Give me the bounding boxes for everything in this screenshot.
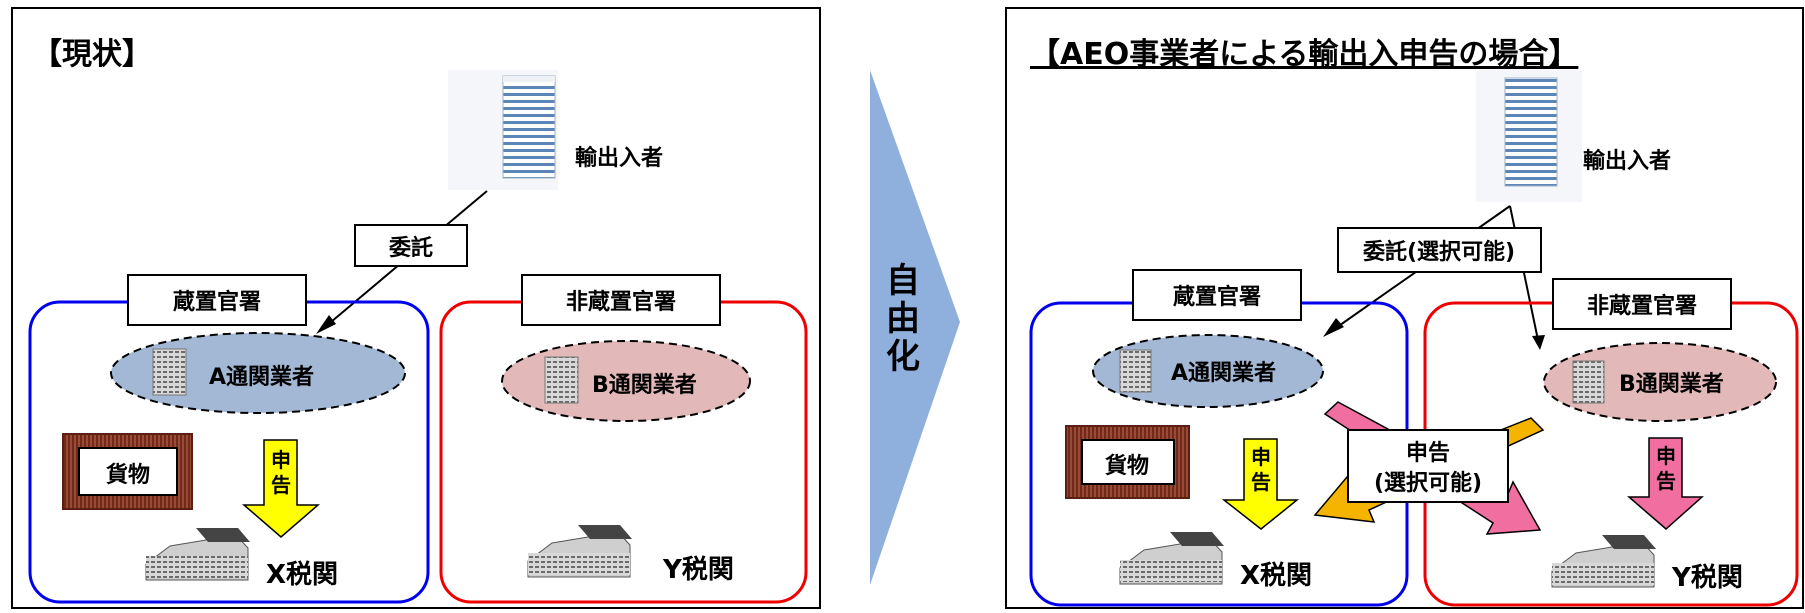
- right-customs-x-label: X税関: [1240, 561, 1312, 591]
- left-customs-y-label: Y税関: [662, 555, 734, 585]
- right-commission-label: 委託(選択可能): [1363, 239, 1515, 265]
- left-broker-b-label: B通関業者: [592, 373, 697, 398]
- chevron-char-1: 自: [886, 261, 920, 301]
- right-cargo-container-icon: [1065, 425, 1190, 499]
- left-customs-y-building-icon: [527, 525, 632, 578]
- left-importer-building-icon: [448, 70, 558, 190]
- left-cargo-container-icon: [62, 433, 193, 510]
- right-declare-b-arrow: [1626, 437, 1704, 530]
- left-commission-arrowhead: [316, 315, 336, 334]
- left-declare-char-2: 告: [271, 473, 291, 497]
- right-declare-b-char-1: 申: [1656, 444, 1676, 468]
- liberalization-chevron: 自 由 化: [870, 70, 960, 585]
- left-office-a-label: 蔵置官署: [173, 289, 261, 315]
- right-commission-box: [1337, 227, 1542, 273]
- right-declare-b-char-2: 告: [1656, 469, 1676, 493]
- right-panel: 【AEO事業者による輸出入申告の場合】 輸出入者 委託(選択可能) 蔵置官署 非…: [1005, 7, 1804, 609]
- right-office-b-label: 非蔵置官署: [1587, 293, 1697, 319]
- left-commission-box: [354, 224, 468, 267]
- left-broker-a-label: A通関業者: [209, 365, 314, 390]
- chevron-char-2: 由: [886, 299, 920, 339]
- left-title: 【現状】: [32, 37, 152, 72]
- right-cross-declare-line-2: (選択可能): [1374, 470, 1482, 496]
- right-office-a-box: [1132, 269, 1302, 321]
- right-importer-label: 輸出入者: [1583, 148, 1671, 174]
- left-cargo-label: 貨物: [106, 462, 150, 488]
- right-customs-y-label: Y税関: [1671, 563, 1743, 593]
- right-customs-x-building-icon: [1119, 532, 1224, 585]
- left-office-a-box: [127, 274, 307, 326]
- left-commission-label: 委託: [389, 235, 433, 261]
- right-cross-declare-box: [1347, 429, 1509, 503]
- left-broker-b-building-icon: [544, 356, 579, 404]
- left-customs-x-building-icon: [145, 528, 250, 581]
- right-commission-arrowhead-b: [1532, 335, 1545, 350]
- right-declare-a-char-2: 告: [1251, 470, 1271, 494]
- right-cross-declare-line-1: 申告: [1406, 441, 1450, 466]
- right-office-b-box: [1552, 278, 1732, 330]
- right-declare-a-arrow: [1221, 438, 1300, 530]
- left-office-b-box: [521, 274, 721, 326]
- left-importer-label: 輸出入者: [575, 145, 663, 171]
- chevron-arrow: [870, 70, 960, 585]
- right-broker-a-building-icon: [1119, 349, 1152, 393]
- left-panel: 【現状】 輸出入者 委託 蔵置官署 非蔵置官署 A通関業者: [11, 7, 821, 609]
- left-declare-arrow: [241, 439, 321, 538]
- right-broker-b-label: B通関業者: [1619, 372, 1724, 397]
- chevron-char-3: 化: [886, 337, 920, 377]
- right-declare-a-char-1: 申: [1251, 445, 1271, 469]
- right-commission-arrowhead-a: [1323, 318, 1344, 337]
- right-importer-building-icon: [1476, 70, 1582, 202]
- right-cargo-label: 貨物: [1105, 453, 1149, 479]
- right-customs-y-building-icon: [1551, 535, 1656, 588]
- left-declare-char-1: 申: [271, 448, 291, 472]
- right-title: 【AEO事業者による輸出入申告の場合】: [1030, 37, 1578, 72]
- left-office-b-label: 非蔵置官署: [566, 289, 676, 315]
- right-broker-a-label: A通関業者: [1171, 361, 1276, 386]
- left-broker-a-building-icon: [152, 348, 187, 396]
- right-broker-b-building-icon: [1572, 360, 1605, 404]
- left-customs-x-label: X税関: [266, 560, 338, 590]
- right-office-a-label: 蔵置官署: [1173, 284, 1261, 310]
